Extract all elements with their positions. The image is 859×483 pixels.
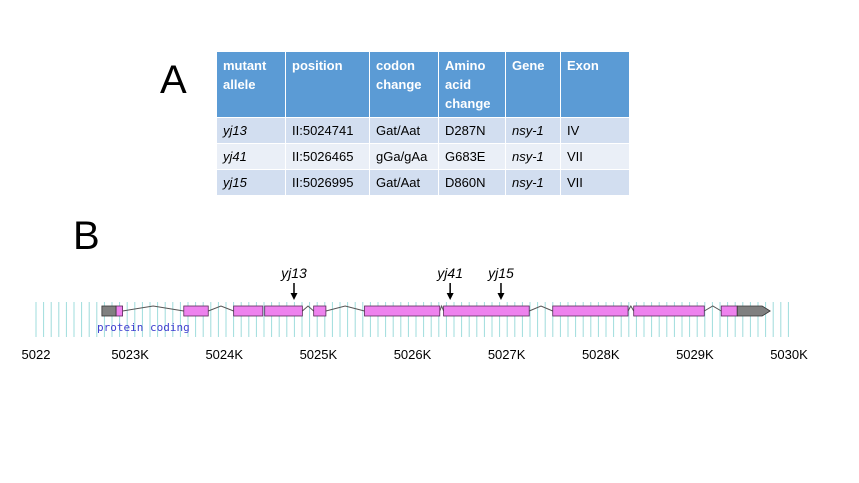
axis-tick-label: 5029K <box>676 347 714 362</box>
utr-5-prime <box>101 305 117 317</box>
cell-position: II:5026995 <box>285 169 370 196</box>
axis-tick-label: 5023K <box>111 347 149 362</box>
cell-exon: VII <box>560 169 630 196</box>
table-row: yj41 II:5026465 gGa/gAa G683E nsy-1 VII <box>216 143 630 170</box>
intron <box>704 305 722 312</box>
axis-tick-label: 5028K <box>582 347 620 362</box>
cell-allele: yj15 <box>216 169 286 196</box>
cell-codon: gGa/gAa <box>369 143 439 170</box>
intron <box>208 305 234 312</box>
utr-blocks <box>101 305 771 317</box>
panel-label-a: A <box>160 58 187 102</box>
exon <box>115 305 123 317</box>
intron <box>627 304 635 312</box>
axis-tick-label: 5022 <box>22 347 51 362</box>
exon-blocks <box>115 305 738 317</box>
cell-allele: yj41 <box>216 143 286 170</box>
cell-gene: nsy-1 <box>505 169 561 196</box>
header-amino-acid-change: Amino acid change <box>438 51 506 118</box>
header-mutant-allele: mutant allele <box>216 51 286 118</box>
cell-amino-acid: D860N <box>438 169 506 196</box>
exon <box>552 305 629 317</box>
mutation-label: yj15 <box>487 265 514 281</box>
axis-tick-label: 5024K <box>205 347 243 362</box>
cell-allele: yj13 <box>216 117 286 144</box>
exon <box>633 305 705 317</box>
axis-tick-label: 5026K <box>394 347 432 362</box>
intron-lines <box>122 304 722 312</box>
coordinate-axis: 5022 5023K 5024K 5025K 5026K 5027K 5028K 5029K 5… <box>22 347 809 362</box>
track-label: protein coding <box>97 321 190 334</box>
axis-tick-label: 5027K <box>488 347 526 362</box>
mutation-arrow-head <box>446 293 454 300</box>
cell-exon: VII <box>560 143 630 170</box>
exon <box>443 305 530 317</box>
cell-position: II:5026465 <box>285 143 370 170</box>
header-gene: Gene <box>505 51 561 118</box>
intron <box>122 305 184 312</box>
exon <box>364 305 441 317</box>
cell-gene: nsy-1 <box>505 117 561 144</box>
exon <box>183 305 209 317</box>
utr-3-prime <box>736 305 771 317</box>
mutation-arrow-head <box>497 293 505 300</box>
mutation-markers: yj13 yj41 yj15 <box>280 265 514 300</box>
mutant-allele-table: mutant allele position codon change Amin… <box>216 51 630 196</box>
exon <box>233 305 264 317</box>
intron <box>529 305 553 312</box>
header-exon: Exon <box>560 51 630 118</box>
header-position: position <box>285 51 370 118</box>
header-codon-change: codon change <box>369 51 439 118</box>
intron <box>325 305 365 312</box>
table-row: yj15 II:5026995 Gat/Aat D860N nsy-1 VII <box>216 169 630 196</box>
cell-codon: Gat/Aat <box>369 169 439 196</box>
cell-position: II:5024741 <box>285 117 370 144</box>
intron <box>439 304 445 312</box>
table-header-row: mutant allele position codon change Amin… <box>216 51 630 118</box>
cell-gene: nsy-1 <box>505 143 561 170</box>
exon <box>264 305 303 317</box>
mutation-label: yj13 <box>280 265 307 281</box>
cell-amino-acid: G683E <box>438 143 506 170</box>
intron <box>302 305 315 312</box>
panel-label-b: B <box>73 214 100 258</box>
table-row: yj13 II:5024741 Gat/Aat D287N nsy-1 IV <box>216 117 630 144</box>
exon <box>313 305 327 317</box>
cell-codon: Gat/Aat <box>369 117 439 144</box>
exon <box>720 305 738 317</box>
axis-tick-label: 5030K <box>770 347 808 362</box>
axis-tick-label: 5025K <box>300 347 338 362</box>
mutation-arrow-head <box>290 293 298 300</box>
cell-amino-acid: D287N <box>438 117 506 144</box>
cell-exon: IV <box>560 117 630 144</box>
mutation-label: yj41 <box>436 265 463 281</box>
